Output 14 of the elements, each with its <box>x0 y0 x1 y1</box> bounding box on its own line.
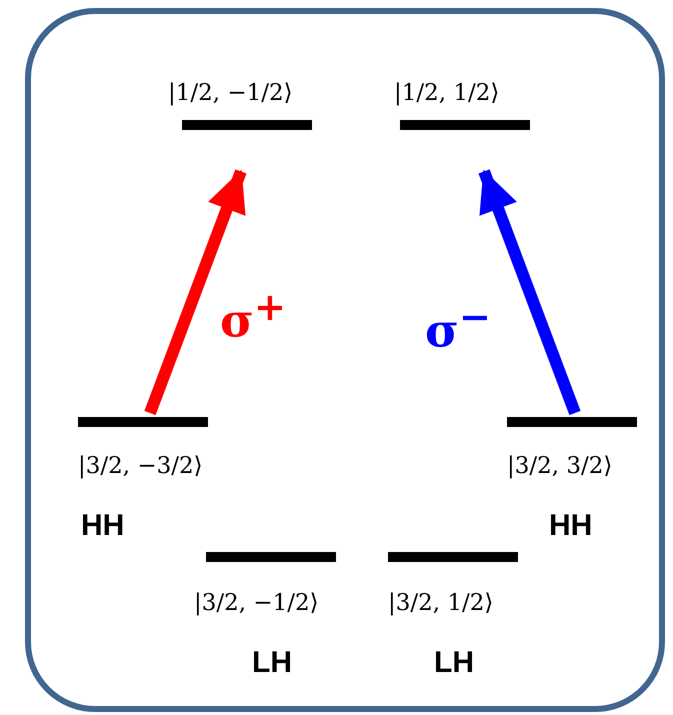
state-label: |3/2, 3/2⟩ <box>507 452 612 481</box>
state-label: |3/2, 1/2⟩ <box>388 589 494 618</box>
transition-arrow <box>478 169 581 416</box>
band-label: LH <box>434 646 474 680</box>
band-label: HH <box>81 509 124 543</box>
state-label: |3/2, −1/2⟩ <box>194 589 319 618</box>
band-label: HH <box>549 509 592 543</box>
state-label: |3/2, −3/2⟩ <box>78 452 203 481</box>
state-label: |1/2, −1/2⟩ <box>168 79 293 108</box>
transition-arrow <box>144 169 247 416</box>
band-label: LH <box>252 646 292 680</box>
edge-label: σ$^{+}$ <box>220 284 286 346</box>
edge-label: σ$^{−}$ <box>425 294 492 356</box>
state-label: |1/2, 1/2⟩ <box>394 79 500 108</box>
